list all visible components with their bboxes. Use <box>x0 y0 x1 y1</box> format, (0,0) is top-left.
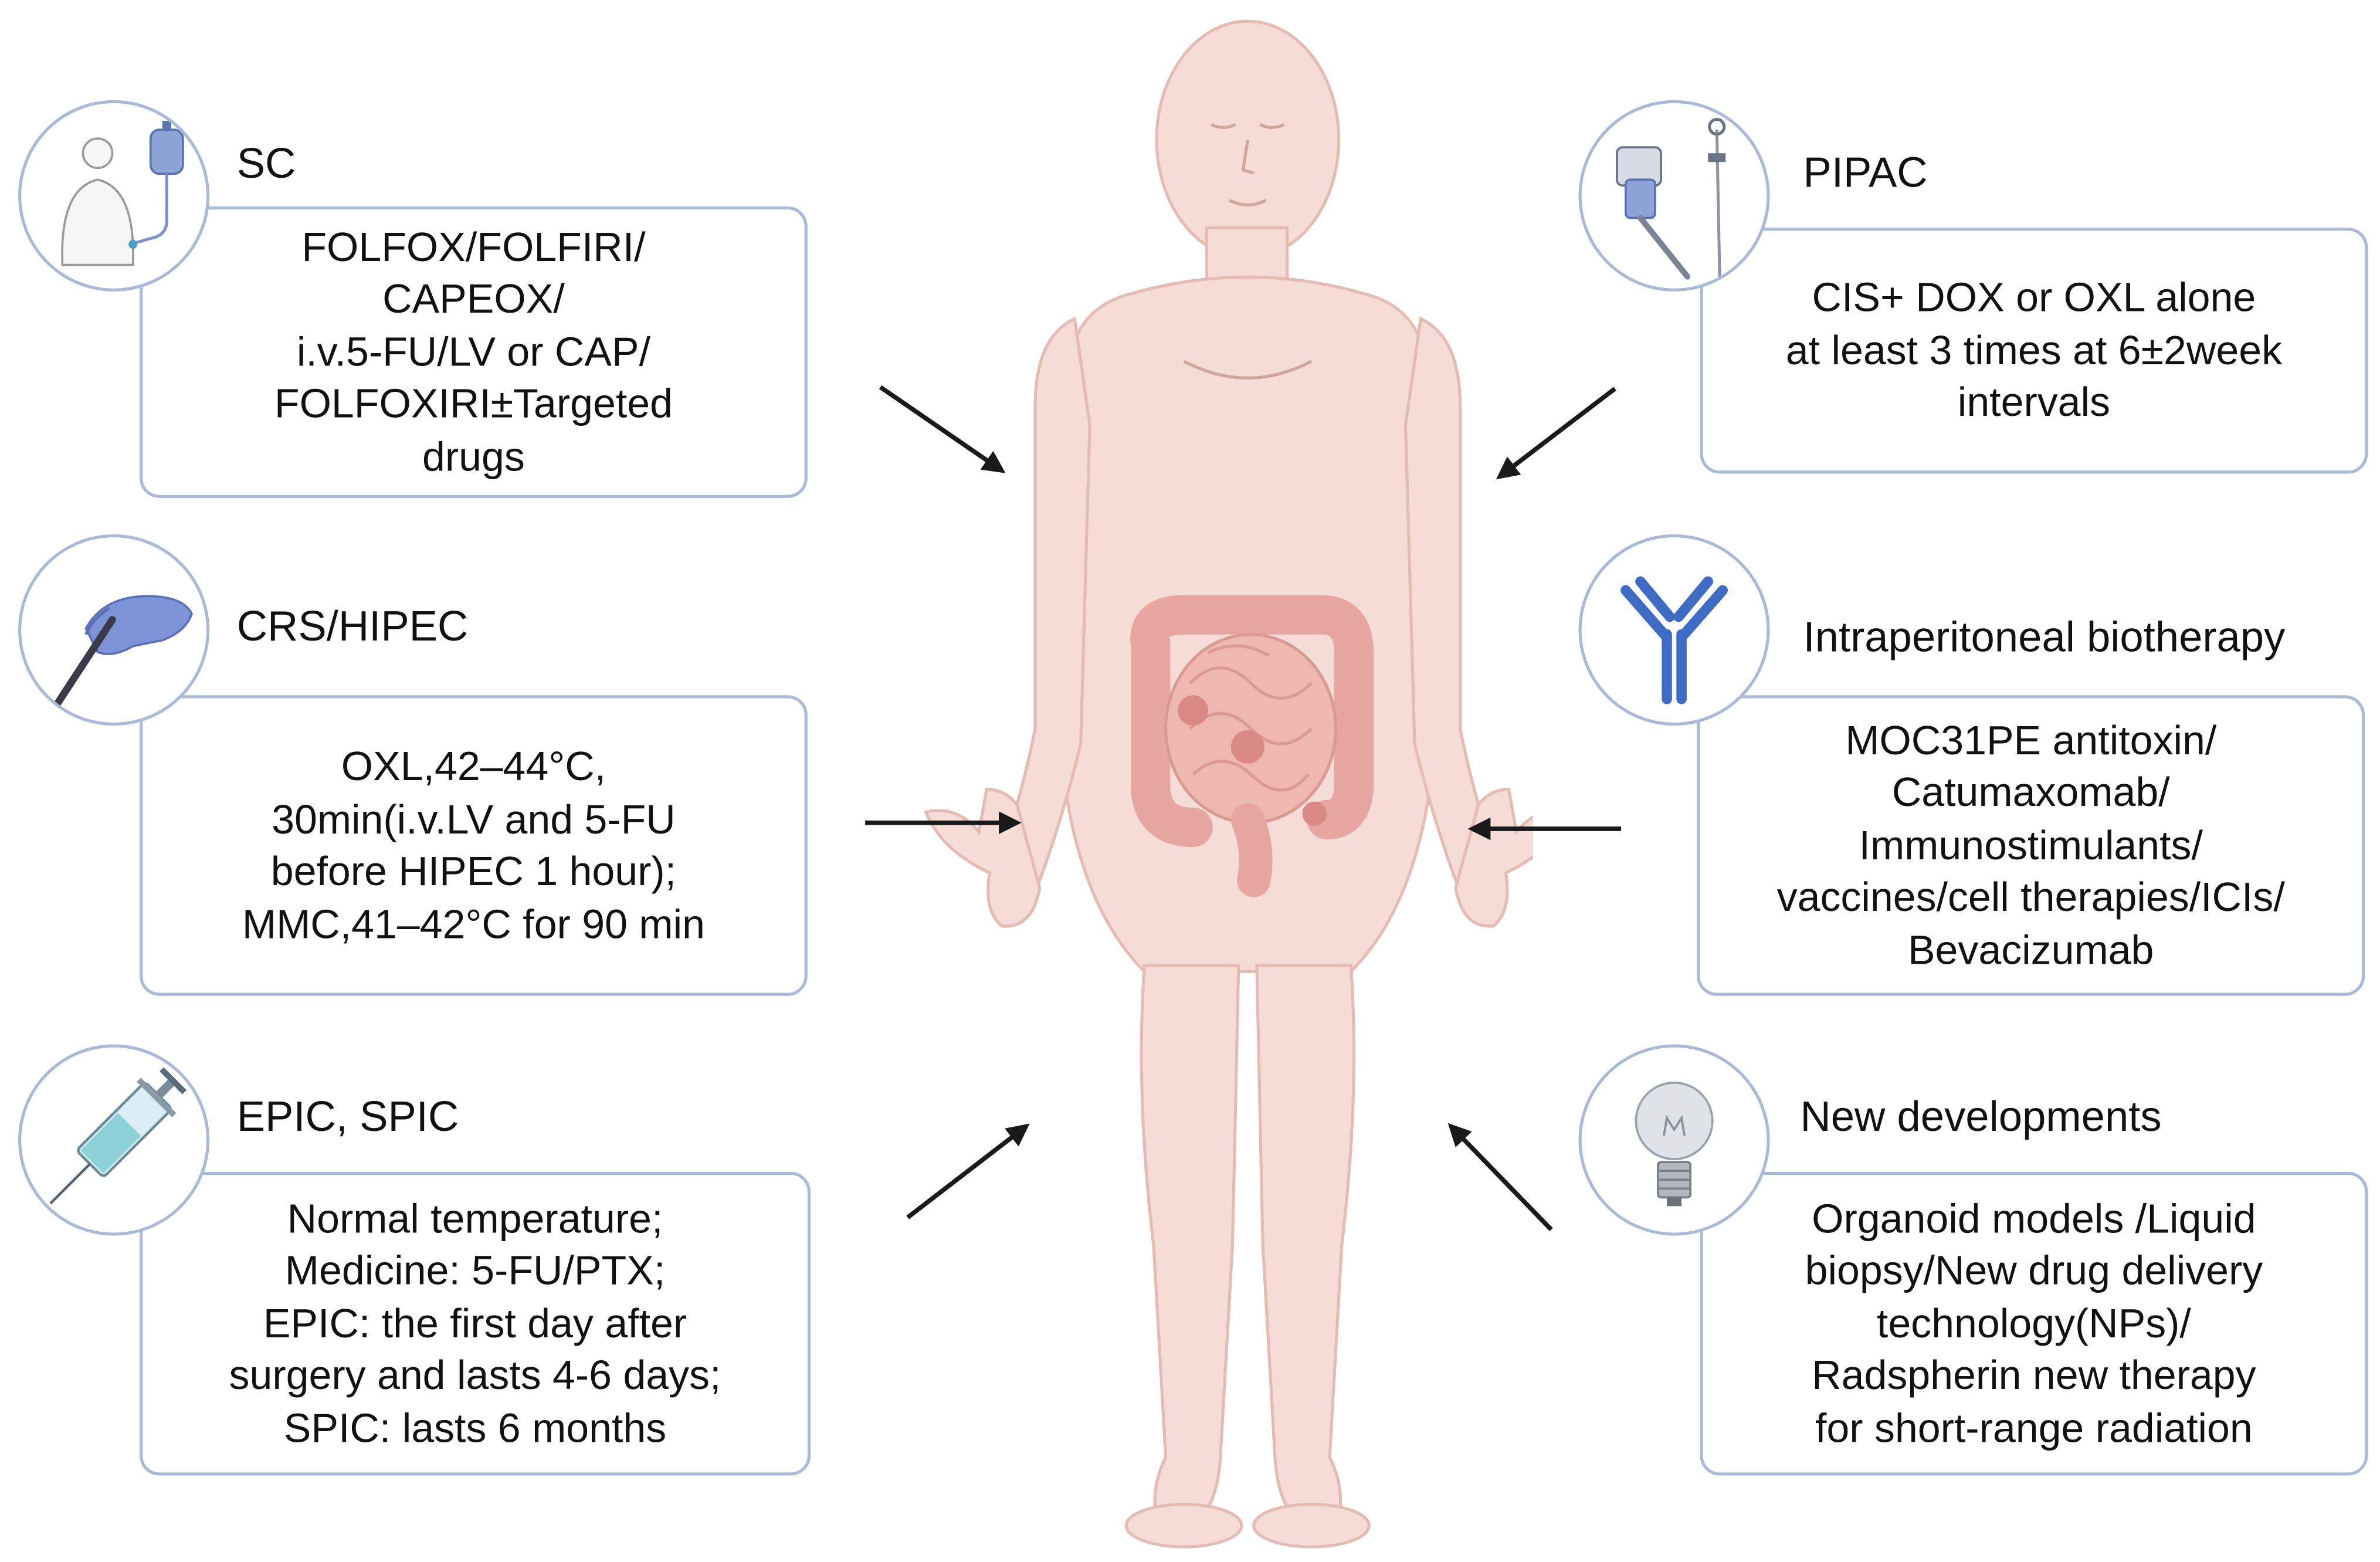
crs-title: CRS/HIPEC <box>236 602 469 650</box>
human-body-with-intestines-icon <box>924 19 1572 1549</box>
syringe-icon <box>49 1067 187 1205</box>
crs-circle <box>18 534 210 726</box>
pipac-title: PIPAC <box>1803 148 1928 196</box>
bio-body-text: MOC31PE antitoxin/ Catumaxomab/ Immunost… <box>1776 717 2285 973</box>
bio-circle <box>1578 534 1770 726</box>
pipac-text-box: CIS+ DOX or OXL alone at least 3 times a… <box>1700 228 2368 474</box>
epic-title: EPIC, SPIC <box>236 1093 459 1140</box>
antibody-icon <box>1620 576 1728 704</box>
newdev-title: New developments <box>1800 1093 2162 1140</box>
sc-title: SC <box>236 140 296 187</box>
bio-text-box: MOC31PE antitoxin/ Catumaxomab/ Immunost… <box>1697 695 2365 996</box>
newdev-text-box: Organoid models /Liquid biopsy/New drug … <box>1700 1171 2368 1476</box>
newdev-body-text: Organoid models /Liquid biopsy/New drug … <box>1805 1195 2263 1451</box>
epic-circle <box>18 1044 210 1236</box>
crs-body-text: OXL,42–44°C, 30min(i.v.LV and 5-FU befor… <box>242 744 706 947</box>
surgeon-hand-scalpel-icon <box>46 595 193 719</box>
newdev-circle <box>1578 1044 1770 1236</box>
sc-body-text: FOLFOX/FOLFIRI/ CAPEOX/ i.v.5-FU/LV or C… <box>274 224 673 480</box>
pipac-circle <box>1578 100 1770 292</box>
sc-circle <box>18 100 210 292</box>
intestines-shape <box>1130 595 1374 897</box>
crs-text-box: OXL,42–44°C, 30min(i.v.LV and 5-FU befor… <box>140 695 808 996</box>
epic-body-text: Normal temperature; Medicine: 5-FU/PTX; … <box>229 1195 721 1451</box>
epic-text-box: Normal temperature; Medicine: 5-FU/PTX; … <box>140 1171 811 1476</box>
human-body-figure <box>896 0 1572 1554</box>
pipac-body-text: CIS+ DOX or OXL alone at least 3 times a… <box>1785 275 2283 426</box>
lightbulb-icon <box>1635 1081 1714 1207</box>
iv-infusion-icon <box>61 121 184 266</box>
bio-title: Intraperitoneal biotherapy <box>1803 613 2286 660</box>
laparoscopic-nebulizer-icon <box>1615 118 1726 280</box>
sc-text-box: FOLFOX/FOLFIRI/ CAPEOX/ i.v.5-FU/LV or C… <box>140 206 808 498</box>
